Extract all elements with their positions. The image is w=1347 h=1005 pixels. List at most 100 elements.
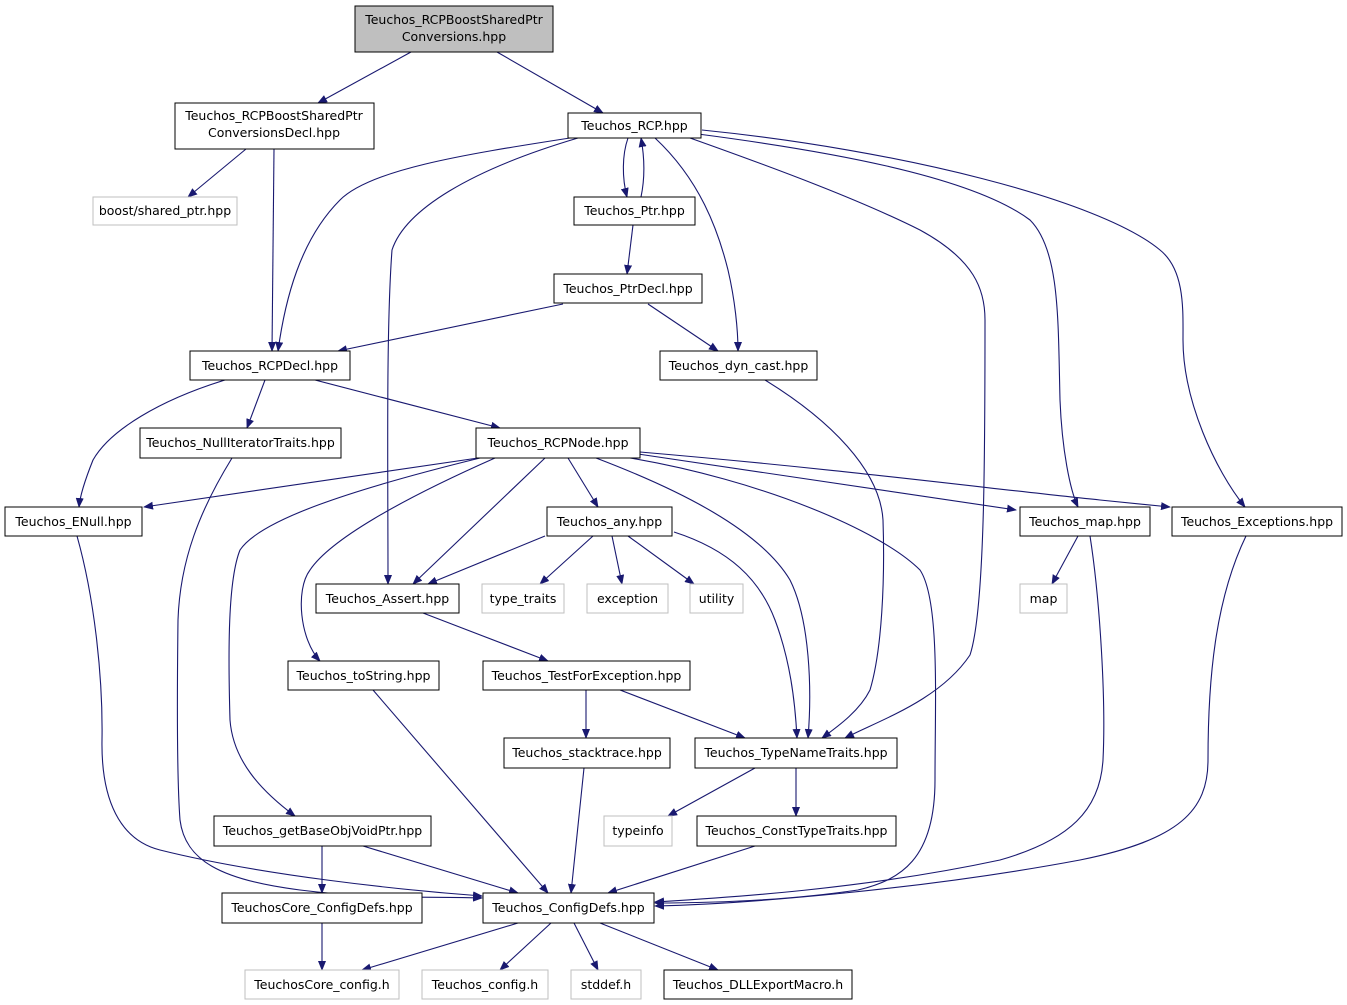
nodes: Teuchos_RCPBoostSharedPtr Conversions.hp…	[4, 5, 1343, 1000]
node-typename-label: Teuchos_TypeNameTraits.hpp	[703, 745, 887, 760]
node-exceptions[interactable]: Teuchos_Exceptions.hpp	[1171, 506, 1343, 537]
node-coreconfigdefs[interactable]: TeuchosCore_ConfigDefs.hpp	[221, 892, 423, 924]
edges	[75, 51, 1247, 972]
node-rcpboost-decl[interactable]: Teuchos_RCPBoostSharedPtr ConversionsDec…	[174, 102, 375, 150]
node-map-label: map	[1030, 591, 1058, 606]
node-type-traits[interactable]: type_traits	[481, 583, 565, 614]
edge-rcpnode-tostring	[300, 457, 496, 662]
node-exceptions-label: Teuchos_Exceptions.hpp	[1180, 514, 1333, 529]
edge-rcp-assert	[383, 137, 579, 585]
node-getbase[interactable]: Teuchos_getBaseObjVoidPtr.hpp	[213, 815, 432, 847]
node-consttype-label: Teuchos_ConstTypeTraits.hpp	[704, 823, 887, 838]
node-config-h-label: Teuchos_config.h	[431, 977, 538, 992]
edge-tostring-configdefs	[372, 689, 549, 894]
node-config-h[interactable]: Teuchos_config.h	[421, 969, 549, 1000]
node-rcp-label: Teuchos_RCP.hpp	[580, 118, 688, 133]
edge-rcpboost-decl-rcpdecl	[268, 148, 277, 352]
node-map[interactable]: map	[1019, 583, 1068, 614]
edge-ptrdecl-rcpdecl	[337, 303, 564, 354]
node-map-hpp-label: Teuchos_map.hpp	[1028, 514, 1141, 529]
node-getbase-label: Teuchos_getBaseObjVoidPtr.hpp	[222, 823, 422, 838]
node-utility[interactable]: utility	[689, 583, 744, 614]
edge-rcpnode-enull	[143, 457, 479, 510]
edge-configdefs-stddef	[573, 922, 599, 971]
node-testforexc[interactable]: Teuchos_TestForException.hpp	[482, 660, 691, 691]
node-root-line-1: Teuchos_RCPBoostSharedPtr	[364, 12, 543, 27]
edge-typename-typeinfo	[667, 767, 756, 817]
node-rcpboost-decl-line-1: Teuchos_RCPBoostSharedPtr	[184, 108, 363, 123]
edge-rcp-ptr	[620, 137, 629, 198]
node-ptrdecl-label: Teuchos_PtrDecl.hpp	[562, 281, 692, 296]
node-rcpboost-decl-line-2: ConversionsDecl.hpp	[208, 125, 340, 140]
node-tostring-label: Teuchos_toString.hpp	[296, 668, 431, 683]
edge-configdefs-configh	[499, 922, 552, 971]
edge-configdefs-dllexport	[599, 922, 719, 971]
edge-enull-configdefs	[76, 535, 483, 900]
node-utility-label: utility	[699, 591, 735, 606]
node-stddef[interactable]: stddef.h	[570, 969, 642, 1000]
node-dyn-cast-label: Teuchos_dyn_cast.hpp	[668, 358, 809, 373]
edge-ptrdecl-dyncast	[647, 303, 719, 352]
node-map-hpp[interactable]: Teuchos_map.hpp	[1019, 506, 1151, 537]
node-rcpnode[interactable]: Teuchos_RCPNode.hpp	[475, 427, 641, 459]
edge-rcpnode-getbase	[228, 457, 481, 817]
node-boost-shared-ptr-label: boost/shared_ptr.hpp	[99, 203, 231, 218]
node-dllexport[interactable]: Teuchos_DLLExportMacro.h	[663, 969, 853, 1000]
edge-any-assert	[427, 535, 546, 585]
node-rcp[interactable]: Teuchos_RCP.hpp	[567, 112, 702, 139]
edge-dyncast-typename	[764, 379, 885, 739]
edge-maphpp-map	[1051, 535, 1079, 585]
node-consttype[interactable]: Teuchos_ConstTypeTraits.hpp	[696, 815, 897, 847]
edge-stacktrace-configdefs	[567, 767, 585, 894]
node-exception-label: exception	[597, 591, 658, 606]
node-ptrdecl[interactable]: Teuchos_PtrDecl.hpp	[553, 273, 703, 304]
node-assert[interactable]: Teuchos_Assert.hpp	[315, 583, 460, 614]
node-nulliter[interactable]: Teuchos_NullIteratorTraits.hpp	[139, 427, 342, 459]
edge-rcpnode-map	[637, 453, 1017, 513]
node-coreconfigdefs-label: TeuchosCore_ConfigDefs.hpp	[230, 900, 412, 915]
node-configdefs[interactable]: Teuchos_ConfigDefs.hpp	[482, 892, 655, 924]
edge-any-exception	[611, 535, 625, 585]
node-rcpdecl[interactable]: Teuchos_RCPDecl.hpp	[189, 350, 351, 381]
node-dllexport-label: Teuchos_DLLExportMacro.h	[672, 977, 843, 992]
edge-getbase-configdefs	[362, 845, 519, 895]
node-rcpdecl-label: Teuchos_RCPDecl.hpp	[201, 358, 338, 373]
node-stacktrace-label: Teuchos_stacktrace.hpp	[511, 745, 662, 760]
edge-rcpnode-assert	[412, 457, 546, 585]
node-testforexc-label: Teuchos_TestForException.hpp	[491, 668, 682, 683]
edge-ptr-ptrdecl	[624, 224, 634, 275]
node-root[interactable]: Teuchos_RCPBoostSharedPtr Conversions.hp…	[354, 5, 554, 53]
edge-testforexc-typename	[619, 689, 746, 739]
node-configdefs-label: Teuchos_ConfigDefs.hpp	[491, 900, 644, 915]
edge-rcpdecl-rcpnode	[314, 379, 501, 430]
node-tostring[interactable]: Teuchos_toString.hpp	[287, 660, 440, 691]
node-stacktrace[interactable]: Teuchos_stacktrace.hpp	[503, 737, 671, 769]
edge-any-typetraits	[539, 535, 594, 585]
node-enull[interactable]: Teuchos_ENull.hpp	[4, 506, 143, 537]
node-exception[interactable]: exception	[586, 583, 669, 614]
edge-rcpdecl-enull	[75, 379, 226, 508]
edge-rcp-typename	[689, 137, 986, 739]
node-boost-shared-ptr[interactable]: boost/shared_ptr.hpp	[92, 196, 238, 226]
node-stddef-label: stddef.h	[581, 977, 631, 992]
node-dyn-cast[interactable]: Teuchos_dyn_cast.hpp	[659, 350, 818, 381]
edge-root-rcpboost-decl	[317, 51, 412, 104]
node-any[interactable]: Teuchos_any.hpp	[546, 506, 673, 537]
node-ptr[interactable]: Teuchos_Ptr.hpp	[573, 196, 696, 226]
node-rcpnode-label: Teuchos_RCPNode.hpp	[486, 435, 628, 450]
edge-rcpdecl-nulliter	[246, 379, 266, 429]
edge-rcpnode-exceptions	[639, 451, 1171, 511]
edge-rcpboost-decl-boost	[187, 148, 247, 198]
node-typename[interactable]: Teuchos_TypeNameTraits.hpp	[694, 737, 898, 769]
edge-any-typename	[673, 531, 801, 739]
node-typeinfo-label: typeinfo	[612, 823, 663, 838]
edge-rcpnode-typename	[595, 457, 813, 739]
edge-root-rcp	[496, 51, 604, 114]
edge-rcp-rcpdecl	[275, 137, 571, 352]
node-core-config-h[interactable]: TeuchosCore_config.h	[244, 969, 400, 1000]
edge-rcp-dyncast	[654, 137, 742, 352]
node-typeinfo[interactable]: typeinfo	[603, 815, 673, 847]
edge-rcp-map	[697, 133, 1079, 508]
edge-exceptions-configdefs	[654, 535, 1247, 910]
